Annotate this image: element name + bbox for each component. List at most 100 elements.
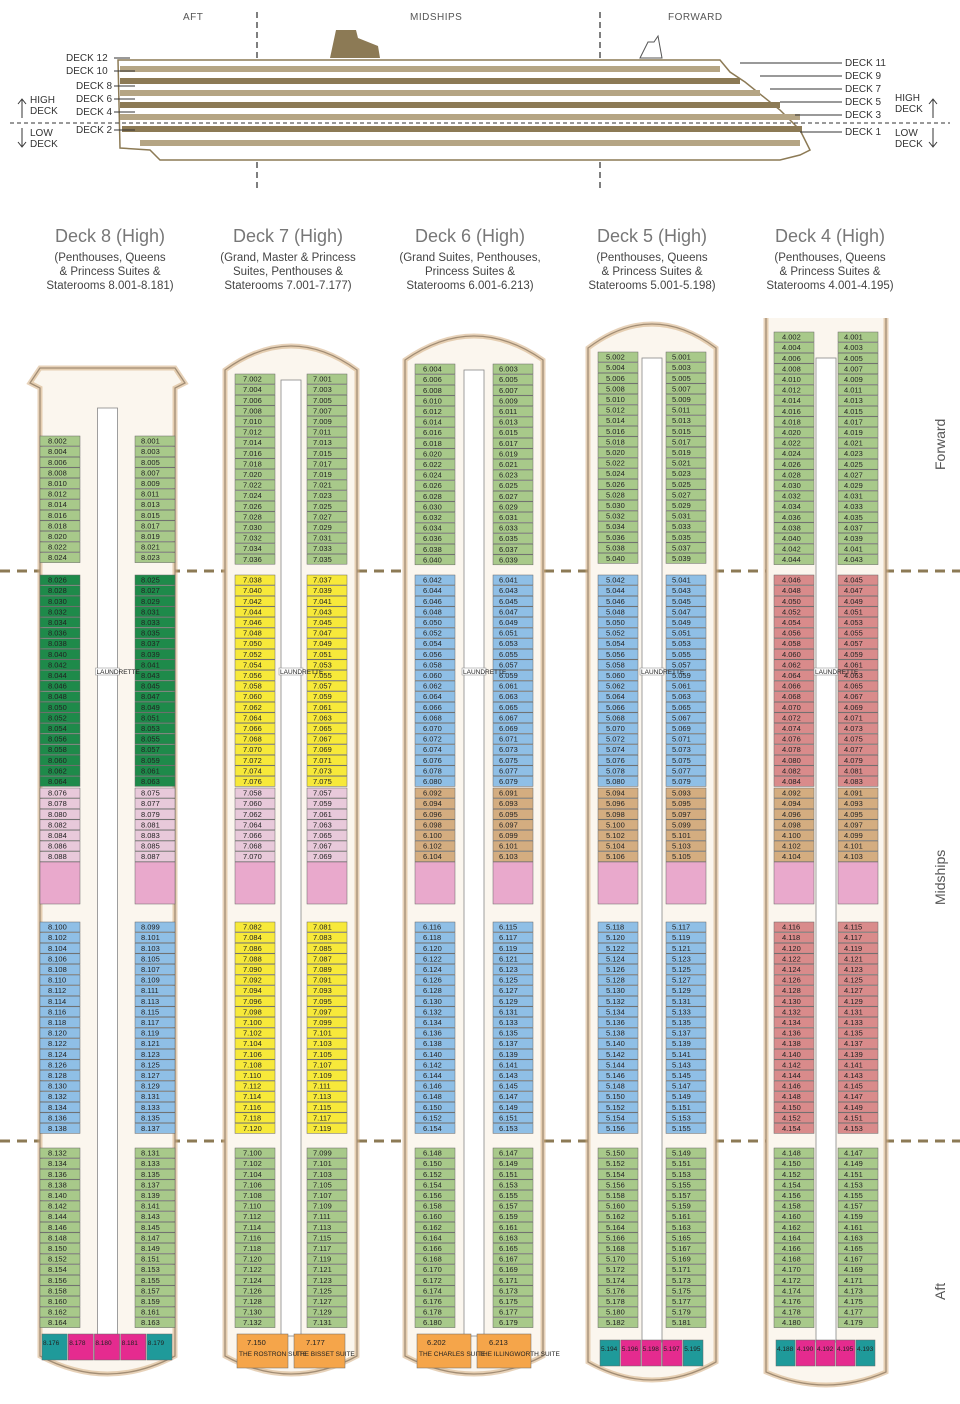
cabin-label: 7.032 [243, 534, 262, 543]
cabin-label: 7.084 [243, 933, 262, 942]
cabin-label: 5.046 [606, 597, 625, 606]
cabin-label: 8.135 [141, 1170, 160, 1179]
cabin-label: 4.153 [844, 1124, 863, 1133]
cabin-label: 4.178 [782, 1308, 801, 1317]
cabin-label: 4.154 [782, 1124, 801, 1133]
cabin [492, 543, 534, 555]
cabin-label: 8.087 [141, 852, 160, 861]
cabin [492, 974, 534, 986]
cabin-label: 5.168 [606, 1244, 625, 1253]
cabin [134, 1317, 176, 1328]
cabin-label: 4.027 [844, 470, 863, 479]
cabin [39, 541, 81, 553]
cabin [492, 787, 534, 799]
cabin-label: 8.057 [141, 745, 160, 754]
cabin [492, 501, 534, 513]
cabin-label: 7.105 [313, 1180, 332, 1189]
cabin-label: 7.012 [243, 428, 262, 437]
cabin-label: 5.166 [606, 1233, 625, 1242]
cabin-label: 6.057 [499, 660, 518, 669]
cabin-label: 5.021 [672, 459, 691, 468]
cabin [306, 787, 348, 799]
cabin-label: 4.050 [782, 597, 801, 606]
cabin-label: 8.035 [141, 629, 160, 638]
cabin-label: 4.079 [844, 756, 863, 765]
cabin-label: 7.046 [243, 618, 262, 627]
cabin [665, 394, 707, 405]
cabin-label: 6.130 [423, 997, 442, 1006]
cabin [39, 798, 81, 809]
cabin [234, 458, 276, 470]
cabin [134, 1017, 176, 1028]
cabin [306, 1158, 348, 1169]
cabin-label: 6.064 [423, 692, 442, 701]
cabin [414, 490, 456, 502]
cabin-label: 7.020 [243, 470, 262, 479]
cabin-label: 6.074 [423, 745, 442, 754]
cabin-label: 5.036 [606, 533, 625, 542]
cabin-label: 6.006 [423, 375, 442, 384]
cabin [306, 1112, 348, 1124]
cabin-label: 8.099 [141, 923, 160, 932]
cabin-label: 5.117 [672, 923, 690, 932]
cabin [414, 512, 456, 523]
deck-label-5: DECK 5 [845, 97, 882, 108]
cabin [306, 840, 348, 852]
cabin-label: 4.059 [844, 650, 863, 659]
cabin-label: 4.102 [782, 842, 801, 851]
cabin-label: 8.004 [48, 447, 67, 456]
cabin-label: 4.010 [782, 375, 801, 384]
cabin [39, 744, 81, 755]
cabin-label: 6.051 [499, 629, 518, 638]
cabin [597, 351, 639, 363]
cabin-label: 7.011 [313, 428, 331, 437]
cabin-label: 6.161 [499, 1223, 518, 1232]
cabin-label: 6.170 [423, 1265, 442, 1274]
cabin-label: 5.074 [606, 745, 625, 754]
cabin [306, 1038, 348, 1049]
cabin-label: 7.059 [313, 692, 332, 701]
cabin-label: 6.038 [423, 545, 442, 554]
cabin-label: 5.054 [606, 639, 625, 648]
cabin-label: 8.042 [48, 660, 67, 669]
cabin-label: 4.131 [844, 1007, 863, 1016]
cabin-label: 8.031 [141, 607, 160, 616]
cabin-label: 7.107 [313, 1060, 332, 1069]
cabin-label: 4.044 [782, 555, 801, 564]
cabin-label: 8.164 [48, 1318, 67, 1327]
cabin [306, 1296, 348, 1307]
cabin-label: 5.128 [606, 976, 625, 985]
cabin [306, 921, 348, 933]
cabin [414, 701, 456, 713]
cabin [414, 1221, 456, 1233]
cabin [492, 744, 534, 755]
cabin [306, 1243, 348, 1254]
cabin-label: 6.047 [499, 607, 518, 616]
cabin [134, 1264, 176, 1275]
cabin-label: 7.004 [243, 385, 262, 394]
hull-border [402, 333, 546, 1377]
cabin [134, 467, 176, 479]
cabin [597, 372, 639, 384]
cabin-label: 6.052 [423, 629, 442, 638]
cabin-label: 8.064 [48, 777, 67, 786]
cabin-label: 4.151 [844, 1113, 863, 1122]
cabin-label: 7.061 [313, 703, 332, 712]
cabin-label: 4.072 [782, 713, 801, 722]
cabin-label: 5.042 [606, 576, 625, 585]
cabin [597, 394, 639, 405]
cabin-label: 4.101 [844, 842, 863, 851]
cabin-label: 4.067 [844, 692, 863, 701]
cabin-label: 8.021 [141, 543, 160, 552]
cabin-label: 8.054 [48, 724, 67, 733]
cabin [234, 638, 276, 649]
cabin-label: 4.045 [844, 576, 863, 585]
cabin-label: 7.028 [243, 512, 262, 521]
cabin-label: 4.020 [782, 428, 801, 437]
cabin [492, 585, 534, 596]
cabin [492, 416, 534, 428]
cabin-label: 8.051 [141, 713, 160, 722]
suite [134, 861, 176, 905]
stern-suite [236, 1333, 289, 1369]
